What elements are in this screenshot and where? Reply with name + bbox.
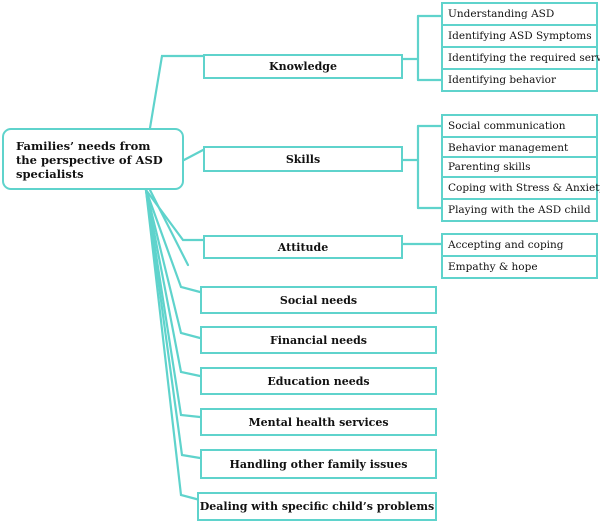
leaf-label: Identifying the required services [448,52,600,64]
leaf-label: Empathy & hope [448,261,538,273]
category-label: Attitude [277,240,329,254]
category-label: Mental health services [248,415,389,429]
category-label: Education needs [267,374,370,388]
leaf-label: Parenting skills [448,161,531,173]
category-knowledge: Knowledge [203,54,403,79]
leaf-label: Accepting and coping [448,239,564,251]
leaf-understanding-asd: Understanding ASD [441,2,598,26]
leaf-playing-with-child: Playing with the ASD child [441,198,598,222]
leaf-label: Coping with Stress & Anxiety [448,182,600,194]
category-social-needs: Social needs [200,286,437,314]
category-attitude: Attitude [203,235,403,259]
leaf-identifying-symptoms: Identifying ASD Symptoms [441,24,598,48]
leaf-social-communication: Social communication [441,114,598,138]
category-label: Skills [285,152,321,166]
leaf-label: Behavior management [448,142,569,154]
leaf-label: Identifying ASD Symptoms [448,30,592,42]
category-label: Financial needs [269,333,367,347]
category-handling-family-issues: Handling other family issues [200,449,437,479]
leaf-accepting-coping: Accepting and coping [441,233,598,257]
root-node: Families’ needs from the perspective of … [2,128,184,190]
category-financial-needs: Financial needs [200,326,437,354]
category-skills: Skills [203,146,403,172]
category-label: Knowledge [269,60,337,73]
category-mental-health-services: Mental health services [200,408,437,436]
leaf-parenting-skills: Parenting skills [441,156,598,178]
leaf-identifying-services: Identifying the required services [441,46,600,70]
leaf-coping-stress: Coping with Stress & Anxiety [441,176,600,200]
category-education-needs: Education needs [200,367,437,395]
category-label: Handling other family issues [229,457,408,471]
leaf-label: Playing with the ASD child [448,204,591,216]
leaf-label: Identifying behavior [448,74,557,86]
leaf-label: Social communication [448,120,566,132]
leaf-empathy-hope: Empathy & hope [441,255,598,279]
category-label: Dealing with specific child’s problems [199,500,435,513]
category-label: Social needs [279,293,358,307]
root-label: Families’ needs from the perspective of … [16,139,163,181]
category-child-problems: Dealing with specific child’s problems [197,492,437,521]
leaf-label: Understanding ASD [448,8,555,20]
leaf-identifying-behavior: Identifying behavior [441,68,598,92]
